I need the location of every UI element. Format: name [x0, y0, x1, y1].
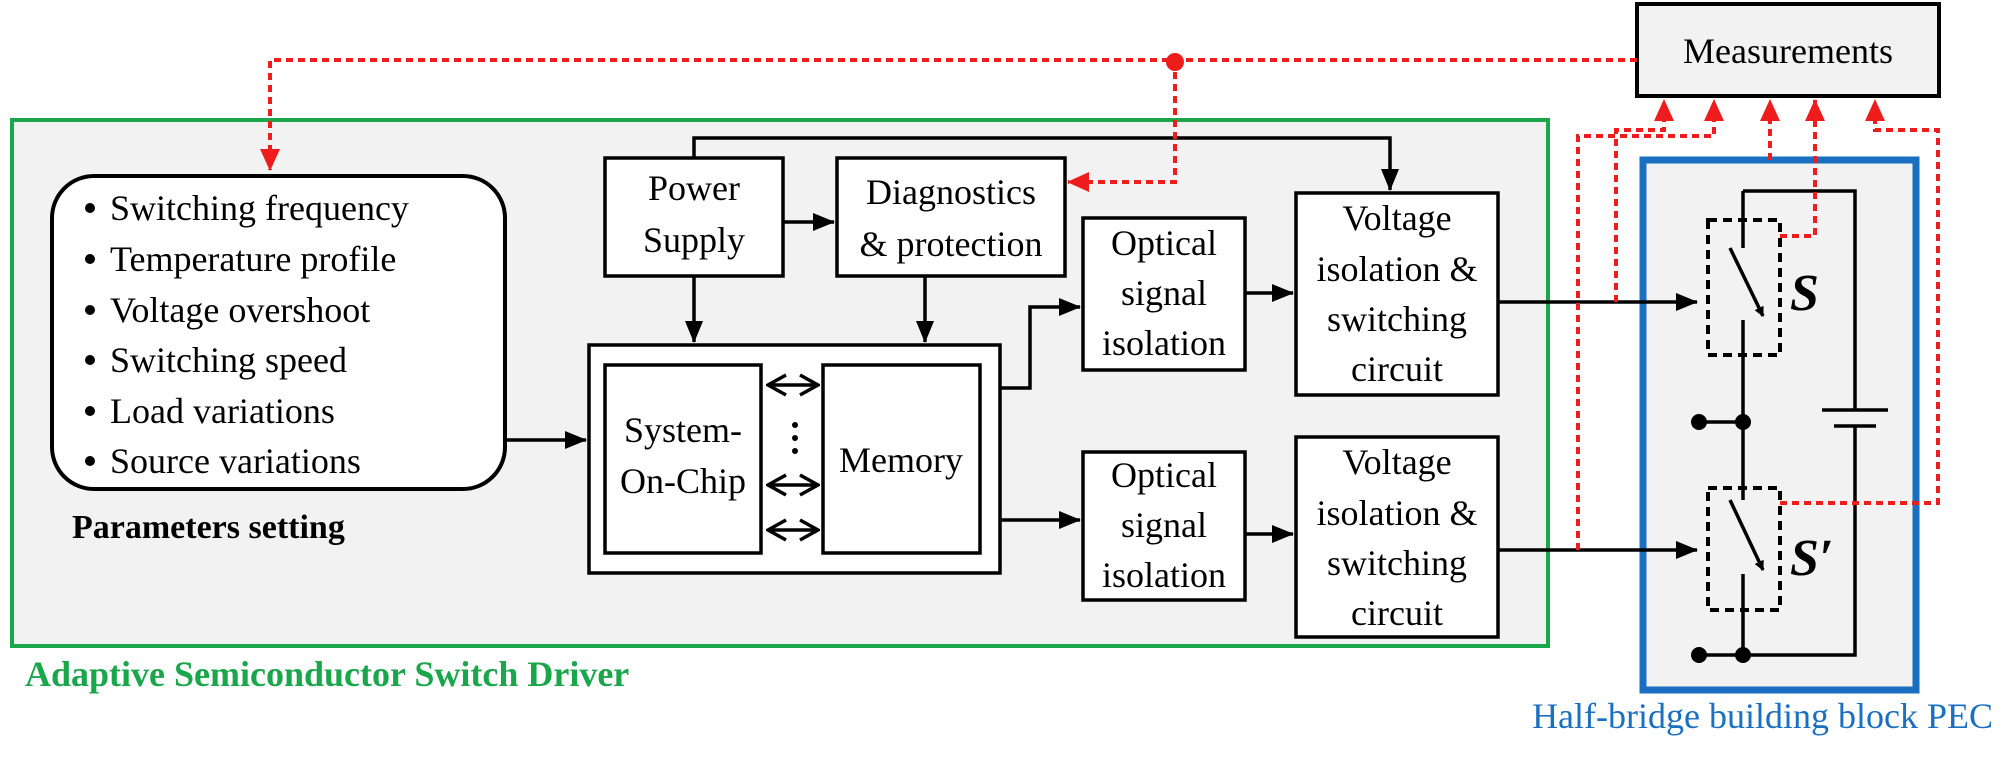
optical-bottom-label-1: Optical — [1111, 455, 1217, 495]
voltage-bottom-label-4: circuit — [1351, 593, 1443, 633]
ellipsis-dot — [792, 435, 798, 441]
bullet-icon — [85, 456, 95, 466]
parameter-item: Voltage overshoot — [110, 290, 370, 330]
power-supply-block — [603, 156, 785, 278]
parameter-item: Load variations — [110, 391, 335, 431]
measure-switch-top-line — [1780, 99, 1825, 238]
bullet-icon — [85, 203, 95, 213]
parameters-title: Parameters setting — [72, 509, 345, 546]
switch-top-icon — [1706, 218, 1782, 357]
switch-bottom-label: S′ — [1790, 530, 1834, 587]
voltage-bottom-label-2: isolation & — [1317, 493, 1478, 533]
node-dot-icon — [1735, 414, 1751, 430]
parameter-item: Temperature profile — [110, 239, 396, 279]
measure-switch-bottom-line — [1780, 99, 1940, 505]
optical-bottom-label-3: isolation — [1102, 555, 1226, 595]
measurements-block — [1635, 2, 1941, 98]
optical-top-label-1: Optical — [1111, 223, 1217, 263]
power-supply-label-2: Supply — [643, 220, 745, 260]
voltage-isolation-top-block — [1294, 191, 1500, 397]
optical-isolation-top-block — [1081, 216, 1247, 372]
voltage-bottom-label-3: switching — [1327, 543, 1467, 583]
parameter-item: Source variations — [110, 441, 361, 481]
node-dot-icon — [1691, 647, 1707, 663]
driver-region-label: Adaptive Semiconductor Switch Driver — [25, 654, 629, 694]
bullet-icon — [85, 355, 95, 365]
node-dot-icon — [1691, 414, 1707, 430]
bullet-icon — [85, 305, 95, 315]
voltage-bottom-label-1: Voltage — [1342, 442, 1451, 482]
pec-region-label: Half-bridge building block PEC — [1532, 696, 1993, 736]
node-dot-icon — [1735, 647, 1751, 663]
parameter-bullets — [85, 203, 95, 466]
ellipsis-dot — [792, 422, 798, 428]
optical-isolation-bottom-block — [1081, 450, 1247, 602]
switch-bottom-icon — [1706, 484, 1782, 612]
feedback-junction-icon — [1166, 53, 1184, 71]
bullet-icon — [85, 406, 95, 416]
measure-gate-top-line — [1614, 99, 1674, 302]
optical-bottom-label-2: signal — [1121, 505, 1207, 545]
optical-top-label-2: signal — [1121, 273, 1207, 313]
switch-top-label: S — [1790, 265, 1819, 322]
feedback-to-parameters-arrow — [260, 58, 1637, 171]
memory-label: Memory — [839, 440, 963, 480]
voltage-top-label-4: circuit — [1351, 349, 1443, 389]
parameter-item: Switching speed — [110, 340, 347, 380]
half-bridge-circuit — [1691, 189, 1888, 663]
soc-label-2: On-Chip — [620, 461, 746, 501]
power-supply-label-1: Power — [648, 168, 740, 208]
bullet-icon — [85, 254, 95, 264]
soc-label-1: System- — [624, 410, 742, 450]
parameter-item: Switching frequency — [110, 188, 409, 228]
voltage-top-label-2: isolation & — [1317, 249, 1478, 289]
ellipsis-dot — [792, 448, 798, 454]
power-to-voltage-arrow — [692, 136, 1399, 191]
diagnostics-label-2: & protection — [860, 224, 1043, 264]
diagnostics-label-1: Diagnostics — [866, 172, 1036, 212]
system-on-chip-block — [603, 363, 763, 555]
measure-gate-bottom-line — [1576, 99, 1724, 550]
voltage-top-label-1: Voltage — [1342, 198, 1451, 238]
diagnostics-block — [835, 156, 1067, 278]
measurements-label: Measurements — [1683, 31, 1893, 71]
soc-to-optical-top-arrow — [1000, 298, 1081, 390]
feedback-to-diagnostics-arrow — [1067, 60, 1177, 192]
parameters-box — [50, 174, 507, 491]
optical-top-label-3: isolation — [1102, 323, 1226, 363]
voltage-top-label-3: switching — [1327, 299, 1467, 339]
voltage-isolation-bottom-block — [1294, 435, 1500, 639]
memory-block — [821, 363, 982, 555]
